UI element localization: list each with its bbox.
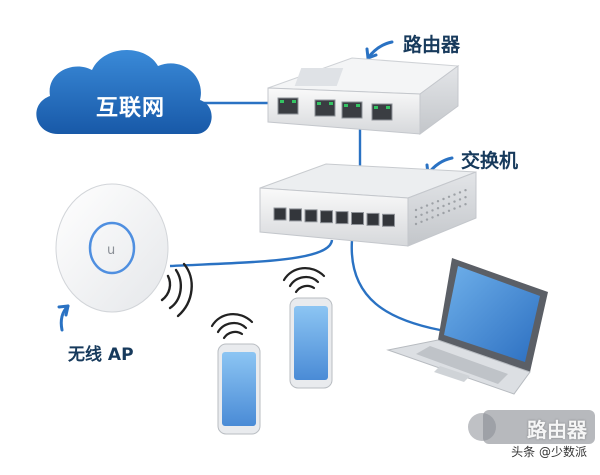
cables (169, 101, 441, 332)
vent-hole (447, 202, 451, 205)
watermark-subtitle: 头条 @少数派 (511, 445, 587, 459)
router-device (267, 57, 460, 135)
phone-right (289, 297, 333, 389)
ap-wifi-signal-icon (160, 262, 193, 318)
watermark: 路由器 头条 @少数派 (469, 412, 595, 466)
vent-hole (458, 205, 462, 208)
switch-port (382, 213, 395, 227)
vent-hole (414, 208, 418, 212)
vent-hole (420, 220, 423, 223)
cable-switch-ap (169, 239, 334, 268)
vent-hole (436, 200, 440, 203)
switch-vents (414, 189, 467, 226)
vent-hole (453, 193, 456, 196)
switch-port (320, 210, 333, 224)
vent-hole (442, 211, 445, 215)
phone-left-wifi-icon (210, 313, 254, 340)
watermark-title: 路由器 (527, 418, 587, 442)
router-port (371, 103, 393, 121)
ap-label: 无线 AP (68, 345, 134, 365)
vent-hole (425, 211, 429, 214)
vent-hole (453, 200, 456, 203)
internet-cloud (36, 49, 212, 134)
switch-port (335, 211, 349, 225)
vent-hole (414, 215, 418, 219)
phone-right-wifi-icon (282, 267, 326, 294)
vent-hole (447, 209, 451, 212)
switch-ports (273, 207, 395, 227)
router-ports (277, 97, 393, 121)
switch-port (351, 212, 364, 225)
router-port (314, 99, 336, 117)
vent-hole (458, 191, 462, 194)
vent-hole (414, 222, 418, 226)
vent-hole (420, 213, 423, 216)
vent-hole (436, 207, 440, 210)
laptop (386, 258, 548, 395)
vent-hole (431, 209, 434, 212)
vent-hole (442, 197, 445, 201)
wireless-ap-device: u (55, 183, 169, 313)
vent-hole (425, 204, 429, 207)
svg-text:u: u (107, 243, 115, 258)
vent-hole (436, 214, 440, 217)
vent-hole (442, 204, 445, 208)
switch-port (304, 209, 318, 223)
vent-hole (431, 216, 434, 219)
vent-hole (464, 203, 467, 206)
router-port (341, 101, 363, 119)
vent-hole (420, 206, 423, 209)
vent-hole (431, 202, 434, 205)
watermark-badge (468, 410, 595, 444)
router-port (277, 97, 299, 115)
vent-hole (464, 196, 467, 199)
switch-port (289, 208, 302, 222)
switch-label: 交换机 (461, 150, 519, 172)
vent-hole (458, 198, 462, 201)
switch-port (273, 207, 287, 221)
vent-hole (425, 218, 429, 221)
switch-port (366, 212, 380, 226)
vent-hole (453, 207, 456, 210)
internet-label: 互联网 (96, 96, 166, 121)
switch-device (259, 163, 477, 247)
vent-hole (464, 189, 467, 192)
vent-hole (447, 195, 451, 198)
phone-left (217, 343, 261, 435)
router-label: 路由器 (403, 34, 461, 56)
cable-switch-laptop (350, 239, 441, 332)
